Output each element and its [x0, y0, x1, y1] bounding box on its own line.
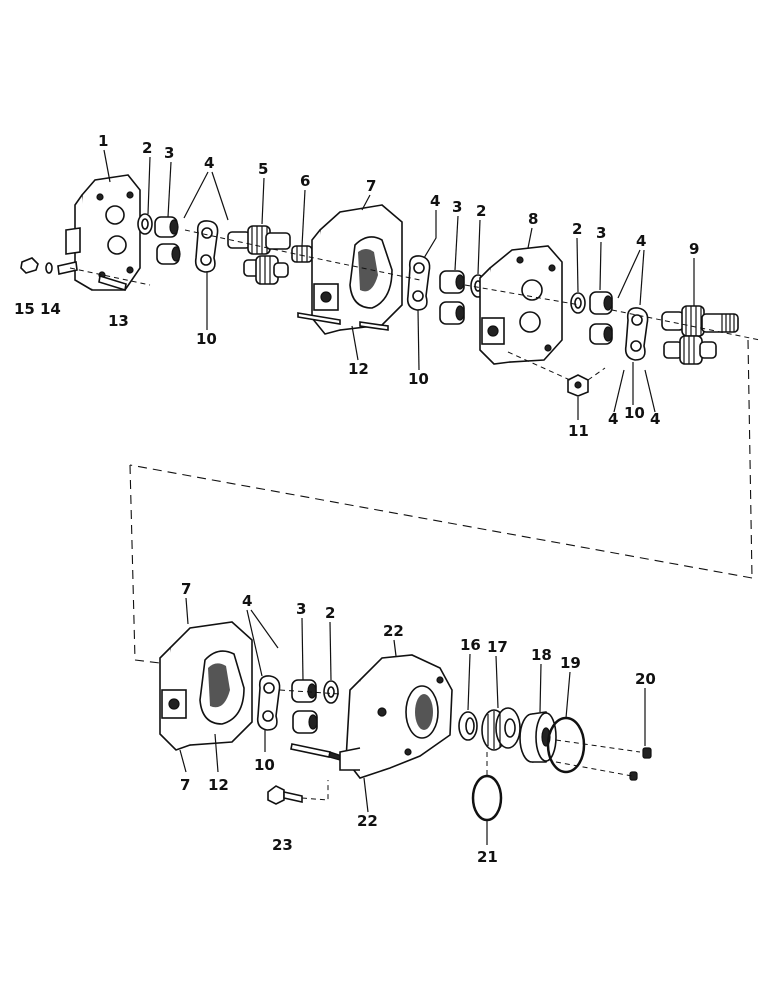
part-8-center-housing: [479, 245, 563, 365]
part-10-wear-plate-lower: [256, 675, 281, 731]
callout-19: 19: [560, 654, 581, 672]
callout-17: 17: [487, 638, 508, 656]
part-3-bearings: [154, 216, 181, 265]
callout-4: 4: [204, 154, 214, 172]
callout-6: 6: [300, 172, 310, 190]
callout-4: 4: [242, 592, 252, 610]
part-3-bearings-2: [439, 270, 465, 325]
part-1-cover-plate: [65, 174, 141, 291]
callout-3: 3: [452, 198, 462, 216]
part-22-mounting-flange: [339, 654, 453, 779]
upper-alignment-lines: [69, 229, 761, 381]
callout-2: 2: [325, 604, 335, 622]
part-23-bolt: [267, 780, 329, 805]
part-7-gear-housing-upper: [297, 204, 403, 335]
part-3-bearings-lower: [291, 679, 318, 734]
part-10-wear-plate-2: [406, 255, 431, 311]
assembly-connector-lines: [129, 339, 753, 665]
part-3-bearings-3: [589, 291, 613, 345]
part-10-wear-plate-3: [624, 307, 649, 361]
callout-3: 3: [164, 144, 174, 162]
callout-4: 4: [636, 232, 646, 250]
callout-16: 16: [460, 636, 481, 654]
callout-4: 4: [430, 192, 440, 210]
part-20-set-screws: [629, 747, 652, 781]
callout-11: 11: [568, 422, 589, 440]
part-16-seal: [458, 711, 478, 741]
callout-2: 2: [476, 202, 486, 220]
callout-2: 2: [572, 220, 582, 238]
long-bolt: [290, 743, 343, 761]
callout-22: 22: [383, 622, 404, 640]
callout-21: 21: [477, 848, 498, 866]
callout-18: 18: [531, 646, 552, 664]
part-10-wear-plate: [194, 220, 219, 273]
callout-10: 10: [408, 370, 429, 388]
callout-13: 13: [108, 312, 129, 330]
callout-5: 5: [258, 160, 268, 178]
callout-2: 2: [142, 139, 152, 157]
callout-8: 8: [528, 210, 538, 228]
callout-9: 9: [689, 240, 699, 258]
callout-10: 10: [196, 330, 217, 348]
callout-1: 1: [98, 132, 108, 150]
callout-20: 20: [635, 670, 656, 688]
callout-15: 15: [14, 300, 35, 318]
leader-lines: [103, 149, 695, 845]
part-2-seal-ring: [137, 213, 153, 235]
part-2-seal-ring-3: [570, 292, 586, 314]
part-21-o-ring: [471, 774, 503, 822]
callout-7: 7: [180, 776, 190, 794]
callout-labels: 1 2 3 4 5 6 7 4 3 2 8 2 3 4 9 15 14 13 1…: [14, 132, 699, 866]
part-14-15-fasteners: [20, 257, 78, 275]
part-13-dowel-pin: [98, 274, 127, 292]
callout-4: 4: [650, 410, 660, 428]
part-11-plug: [567, 374, 589, 397]
callout-22: 22: [357, 812, 378, 830]
part-5-gear-pair: [227, 225, 291, 285]
part-17-sleeve: [481, 707, 521, 751]
callout-23: 23: [272, 836, 293, 854]
callout-12: 12: [208, 776, 229, 794]
callout-7: 7: [366, 177, 376, 195]
callout-3: 3: [296, 600, 306, 618]
callout-3: 3: [596, 224, 606, 242]
callout-12: 12: [348, 360, 369, 378]
callout-10: 10: [624, 404, 645, 422]
callout-14: 14: [40, 300, 61, 318]
callout-4: 4: [608, 410, 618, 428]
part-18-ball-bearing: [519, 711, 557, 763]
part-9-drive-gear-shaft: [661, 305, 739, 365]
lower-alignment-lines: [279, 689, 641, 777]
part-7-gear-housing-lower: [159, 621, 253, 751]
callout-10: 10: [254, 756, 275, 774]
part-2-seal-ring-lower: [323, 680, 339, 704]
callout-7: 7: [181, 580, 191, 598]
